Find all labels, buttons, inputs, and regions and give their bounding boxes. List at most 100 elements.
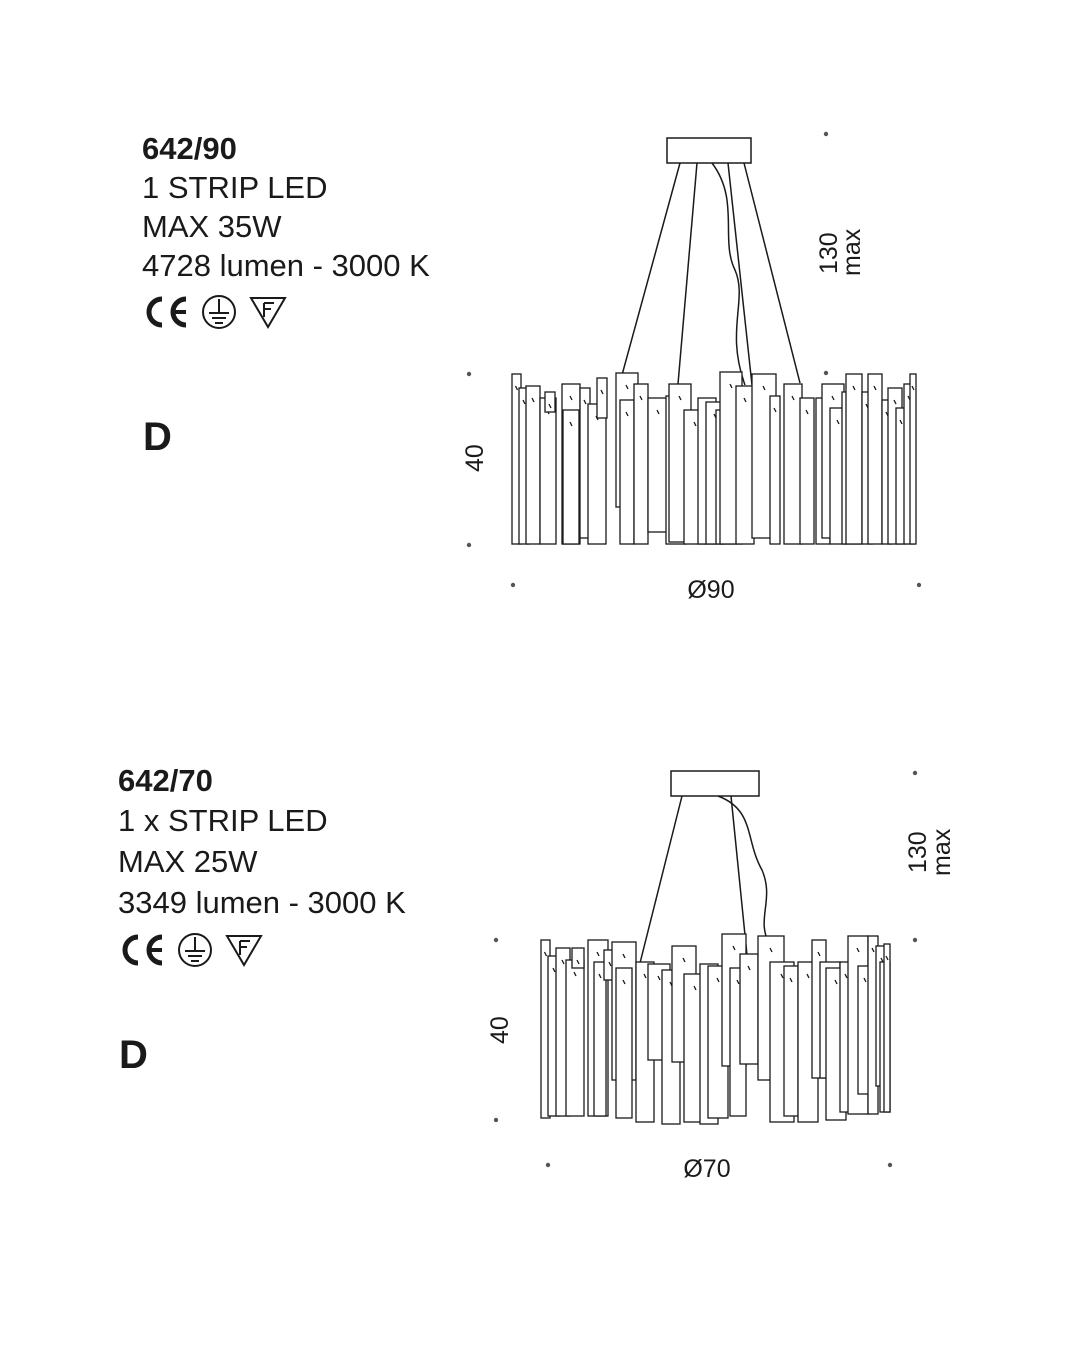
bar-tick (514, 385, 519, 391)
bar-tick (789, 977, 793, 983)
bar-tick (678, 395, 682, 401)
bar-tick (856, 947, 860, 953)
crystal-bar (909, 373, 917, 545)
crystal-bars (540, 933, 891, 1125)
crystal-bar (565, 959, 585, 1117)
crystal-bar (883, 943, 891, 1113)
bar-tick (625, 411, 629, 417)
bar-tick (622, 979, 626, 985)
suspension-cables (639, 795, 771, 966)
spec-line-3: 4728 lumen - 3000 K (142, 248, 430, 283)
bar-tick (729, 383, 733, 389)
dimension-markers (466, 131, 922, 588)
drop-dimension: 130 (815, 232, 843, 274)
bar-tick (552, 967, 556, 973)
bar-tick (899, 419, 903, 425)
bar-tick (543, 951, 548, 957)
bar-tick (880, 957, 884, 963)
bar-tick (911, 385, 915, 391)
bar-tick (831, 395, 835, 401)
bar-tick (863, 977, 867, 983)
suspension-cables (621, 162, 801, 386)
crystal-bar (544, 391, 556, 413)
bar-tick (834, 979, 838, 985)
crystal-bar (769, 395, 781, 545)
bar-tick (773, 407, 777, 413)
bar-tick (780, 973, 784, 979)
bar-tick (600, 389, 604, 395)
bar-tick (693, 421, 697, 427)
diameter-dimension: Ø70 (683, 1155, 730, 1183)
f-triangle-icon (225, 935, 263, 967)
spec-line-2: MAX 25W (118, 844, 258, 879)
spec-line-1: 1 x STRIP LED (118, 803, 328, 838)
bar-tick (531, 397, 535, 403)
bar-tick (769, 947, 773, 953)
crystal-bar (593, 961, 607, 1117)
certification-icons (118, 931, 406, 969)
height-dimension: 40 (461, 444, 489, 472)
bar-tick (625, 384, 629, 390)
bar-tick (693, 985, 697, 991)
chandelier-drawing: 40 130 max Ø90 (461, 131, 922, 604)
spec-block: 642/70 1 x STRIP LED MAX 25W 3349 lumen … (118, 762, 406, 969)
bar-tick (656, 409, 660, 415)
energy-class: D (119, 1033, 148, 1077)
diameter-dimension: Ø90 (687, 576, 734, 604)
drop-dimension-note: max (928, 828, 956, 876)
bar-tick (871, 947, 875, 953)
bar-tick (852, 385, 856, 391)
canopy (670, 770, 760, 797)
bar-tick (885, 955, 889, 961)
crystal-bar (596, 377, 608, 419)
drop-dimension-note: max (838, 228, 866, 276)
bar-tick (732, 945, 736, 951)
bar-tick (806, 973, 810, 979)
energy-class: D (143, 415, 172, 459)
bar-tick (522, 399, 526, 405)
bar-tick (622, 953, 626, 959)
bar-tick (805, 409, 809, 415)
crystal-bar (799, 397, 815, 545)
bar-tick (643, 973, 647, 979)
model-code: 642/70 (118, 763, 213, 798)
crystal-bar (571, 947, 585, 969)
bar-tick (583, 399, 587, 405)
product-642-90: 642/90 1 STRIP LED MAX 35W 4728 lumen - … (0, 0, 1080, 640)
bar-tick (736, 979, 740, 985)
bar-tick (682, 957, 686, 963)
ground-symbol-icon (202, 295, 236, 329)
bar-tick (608, 961, 612, 967)
bar-tick (561, 959, 565, 965)
crystal-bars (511, 371, 917, 545)
bar-tick (639, 395, 643, 401)
spec-block: 642/90 1 STRIP LED MAX 35W 4728 lumen - … (142, 130, 430, 331)
bar-tick (762, 385, 766, 391)
bar-tick (596, 951, 600, 957)
bar-tick (657, 975, 661, 981)
bar-tick (569, 421, 573, 427)
bar-tick (576, 959, 580, 965)
crystal-bar (562, 409, 580, 545)
spec-line-3: 3349 lumen - 3000 K (118, 885, 406, 920)
bar-tick (548, 403, 552, 409)
canopy (666, 137, 752, 164)
f-triangle-icon (249, 297, 287, 329)
spec-line-1: 1 STRIP LED (142, 170, 328, 205)
bar-tick (817, 951, 821, 957)
ground-symbol-icon (178, 933, 212, 967)
bar-tick (573, 971, 577, 977)
bar-tick (716, 977, 720, 983)
bar-tick (743, 397, 747, 403)
bar-tick (836, 419, 840, 425)
ce-mark-icon (122, 934, 163, 966)
bar-tick (844, 973, 848, 979)
product-642-70: 642/70 1 x STRIP LED MAX 25W 3349 lumen … (0, 0, 1080, 1183)
ce-mark-icon (146, 296, 187, 328)
crystal-bar (783, 965, 799, 1117)
drop-dimension: 130 (904, 831, 932, 873)
model-code: 642/90 (142, 131, 237, 166)
bar-tick (598, 973, 602, 979)
crystal-bar (739, 953, 759, 1065)
